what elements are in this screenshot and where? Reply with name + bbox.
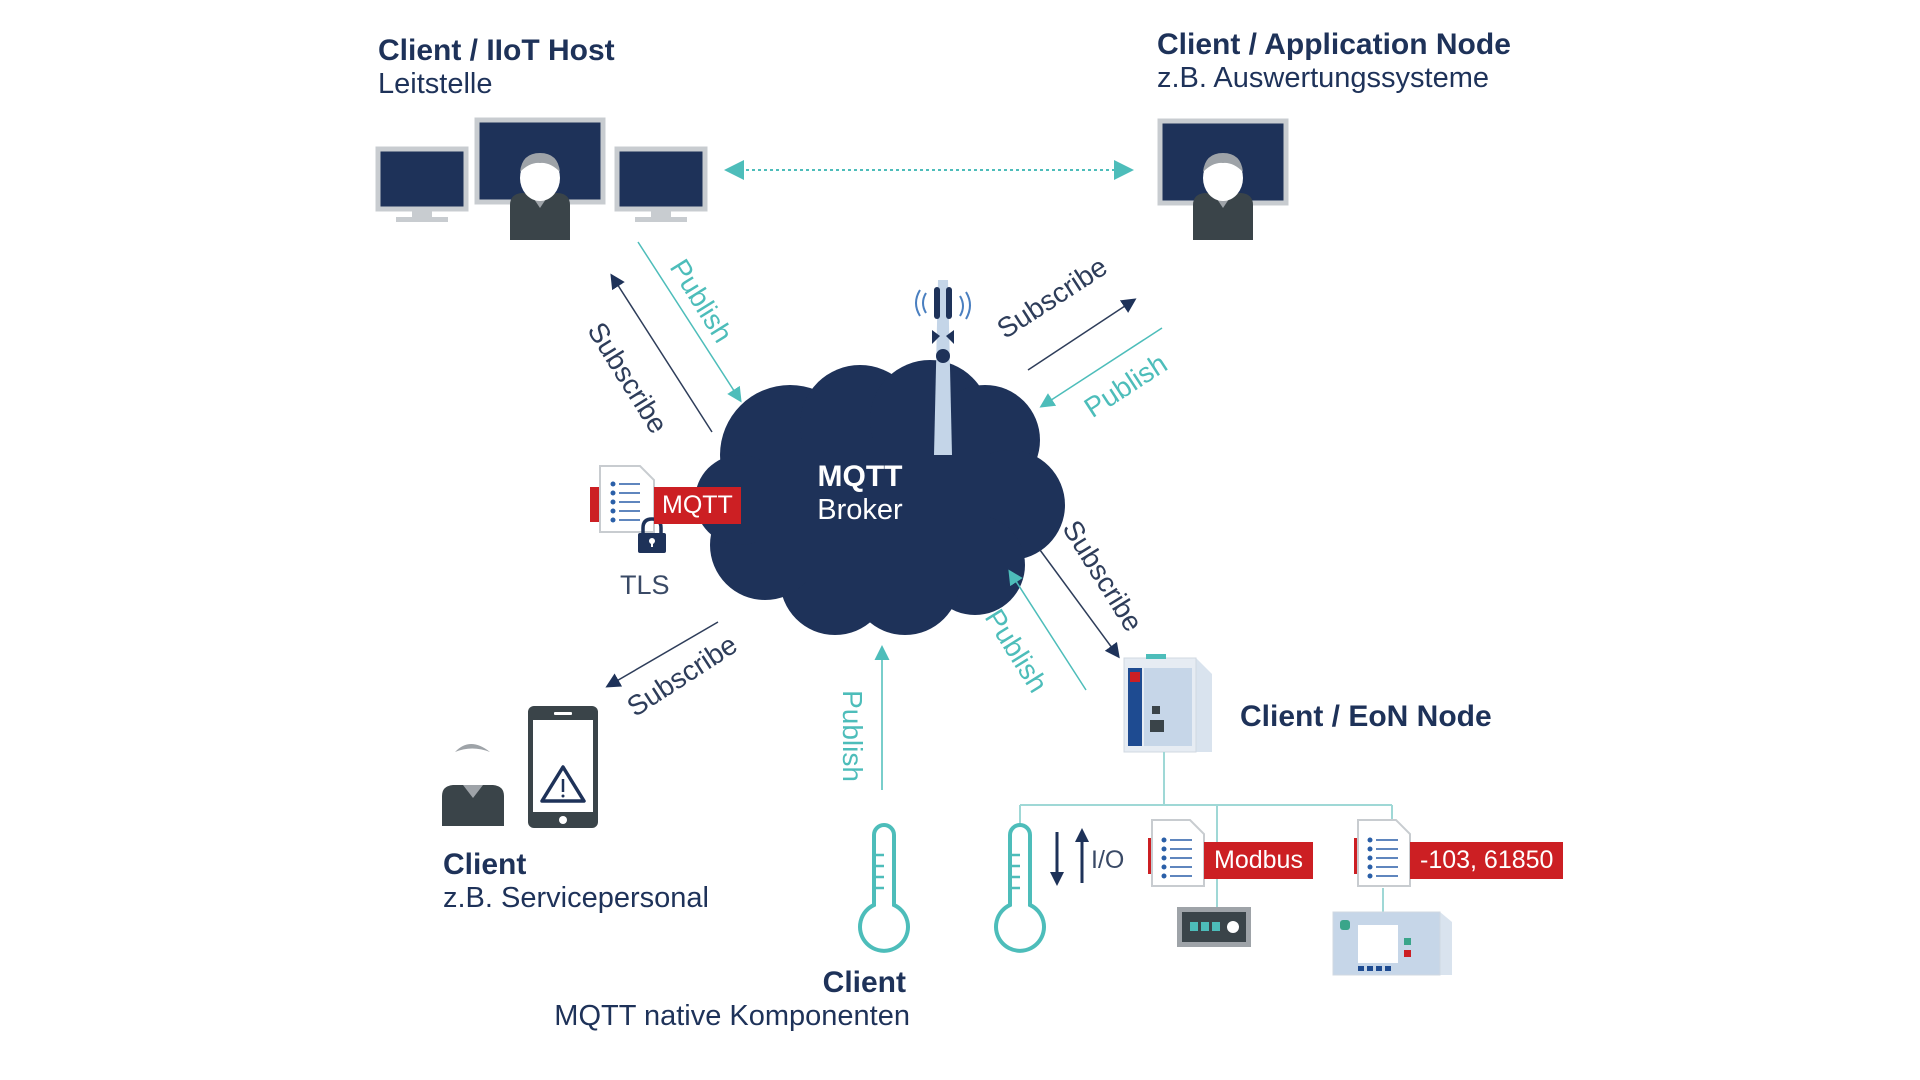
application-node-label: Client / Application Node z.B. Auswertun… <box>1157 28 1511 95</box>
iec-protocol-tag: -103, 61850 <box>1410 842 1564 879</box>
service-person-icon <box>442 744 504 826</box>
broker-cloud <box>695 360 1065 635</box>
thermometer-native-icon <box>858 823 910 953</box>
thermometer-io-icon <box>994 823 1046 953</box>
host-subscribe-arrow <box>610 273 713 433</box>
io-label: I/O <box>1091 846 1125 874</box>
broker-title: MQTT <box>817 460 903 493</box>
document-icon-modbus <box>1148 819 1205 887</box>
iiot-host-title: Client / IIoT Host <box>378 34 615 67</box>
monitor-left-icon <box>375 146 469 222</box>
service-client-label: Client z.B. Servicepersonal <box>443 848 709 915</box>
document-icon-iec <box>1354 819 1411 887</box>
mqtt-protocol-tag: MQTT <box>654 487 741 524</box>
native-client-label: Client MQTT native Komponenten <box>470 966 910 1033</box>
field-bus-lines <box>1019 752 1393 912</box>
app-subscribe-arrow <box>1027 298 1137 371</box>
service-subscribe-arrow <box>605 621 719 688</box>
eon-subscribe-arrow <box>1039 549 1120 659</box>
native-client-title: Client <box>822 966 906 999</box>
native-client-subtitle: MQTT native Komponenten <box>554 1000 910 1032</box>
eon-device-icon <box>1123 654 1212 753</box>
analyst-person-icon <box>1193 153 1253 240</box>
eon-node-title: Client / EoN Node <box>1240 700 1492 733</box>
operator-person-icon <box>510 153 570 240</box>
io-arrows-icon <box>1050 828 1089 886</box>
smartphone-icon <box>528 706 598 828</box>
antenna-icon <box>915 280 971 455</box>
application-node-subtitle: z.B. Auswertungssysteme <box>1157 62 1490 94</box>
iiot-host-label: Client / IIoT Host Leitstelle <box>378 34 615 101</box>
native-publish-label: Publish <box>836 690 868 782</box>
broker-subtitle: Broker <box>817 494 903 526</box>
host-publish-arrow <box>637 241 742 403</box>
monitor-right-icon <box>614 146 708 222</box>
modbus-device-icon <box>1177 907 1251 947</box>
app-publish-arrow <box>1039 327 1163 408</box>
application-node-title: Client / Application Node <box>1157 28 1511 61</box>
lock-icon <box>638 517 666 553</box>
eon-publish-arrow <box>1008 569 1087 691</box>
service-client-subtitle: z.B. Servicepersonal <box>443 882 709 914</box>
service-client-title: Client <box>443 848 527 881</box>
broker-label: MQTT Broker <box>780 460 940 527</box>
modbus-tag: Modbus <box>1204 842 1313 879</box>
protection-relay-icon <box>1332 911 1452 976</box>
iiot-host-subtitle: Leitstelle <box>378 68 493 100</box>
tls-label: TLS <box>620 570 670 600</box>
